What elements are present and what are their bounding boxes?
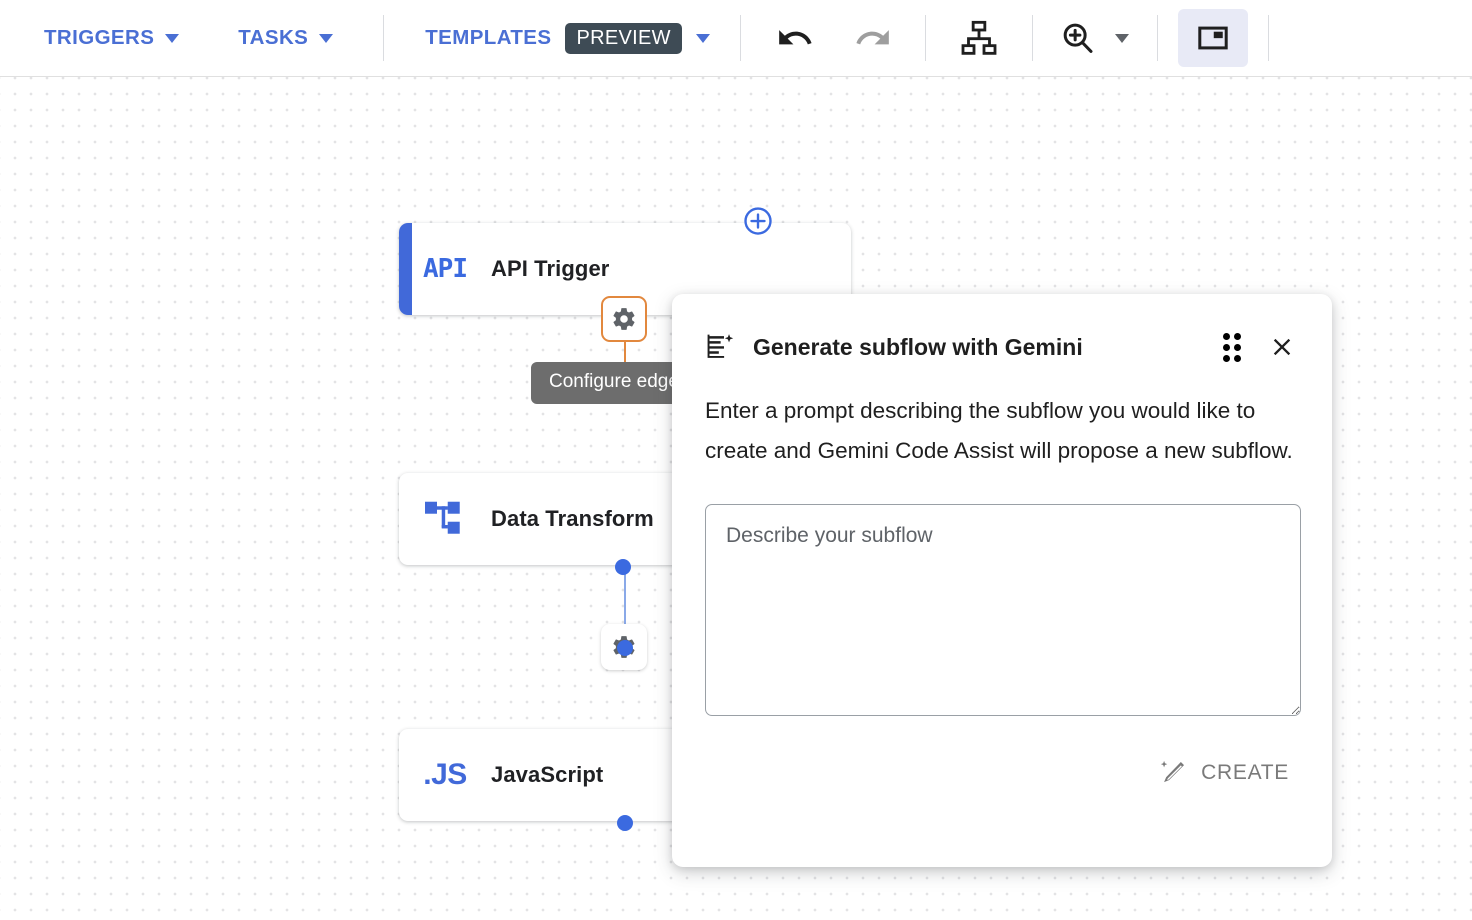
create-button-label: CREATE bbox=[1201, 760, 1289, 784]
toolbar-divider bbox=[739, 15, 741, 61]
configure-edge-tooltip: Configure edge bbox=[531, 362, 697, 404]
triggers-menu-label: TRIGGERS bbox=[44, 26, 155, 49]
templates-menu-label: TEMPLATES bbox=[425, 26, 552, 49]
undo-icon bbox=[778, 30, 812, 45]
gemini-generate-icon bbox=[707, 333, 734, 358]
toolbar-divider bbox=[1156, 15, 1158, 61]
toolbar-divider bbox=[1031, 15, 1033, 61]
preview-badge: PREVIEW bbox=[565, 22, 682, 54]
dialog-title: Generate subflow with Gemini bbox=[753, 333, 1083, 360]
toolbar-divider bbox=[924, 15, 926, 61]
api-glyph-label: API bbox=[423, 254, 468, 284]
api-icon: API bbox=[399, 254, 491, 284]
redo-button[interactable] bbox=[845, 10, 901, 66]
chevron-down-icon bbox=[165, 33, 180, 43]
templates-menu[interactable]: TEMPLATES PREVIEW bbox=[419, 16, 716, 60]
add-node-button[interactable] bbox=[743, 206, 773, 236]
node-title-data-transform: Data Transform bbox=[491, 506, 654, 531]
data-transform-glyph-icon bbox=[425, 501, 460, 534]
chevron-down-icon bbox=[695, 33, 710, 43]
data-transform-icon bbox=[399, 499, 491, 539]
close-icon bbox=[1273, 338, 1291, 356]
undo-button[interactable] bbox=[767, 10, 823, 66]
hierarchy-icon bbox=[961, 20, 997, 55]
magic-wand-icon bbox=[1161, 760, 1185, 783]
subflow-prompt-input[interactable] bbox=[705, 504, 1301, 716]
dialog-description: Enter a prompt describing the subflow yo… bbox=[705, 398, 1293, 463]
chevron-down-icon bbox=[319, 33, 334, 43]
top-toolbar: TRIGGERS TASKS TEMPLATES PREVIEW bbox=[0, 0, 1472, 77]
triggers-menu[interactable]: TRIGGERS bbox=[38, 16, 185, 60]
configure-edge-button-selected[interactable] bbox=[601, 296, 647, 342]
connector-dot-javascript-in[interactable] bbox=[617, 640, 633, 656]
toggle-panel-button[interactable] bbox=[1177, 9, 1248, 67]
tasks-menu[interactable]: TASKS bbox=[232, 16, 339, 60]
node-title-api-trigger: API Trigger bbox=[491, 256, 610, 281]
js-glyph-label: .JS bbox=[423, 758, 467, 791]
dialog-footer: CREATE bbox=[705, 750, 1299, 795]
drag-handle-icon[interactable] bbox=[1219, 329, 1245, 366]
toolbar-divider bbox=[1267, 15, 1269, 61]
connector-dot-transform-out[interactable] bbox=[615, 559, 631, 575]
picture-in-picture-icon bbox=[1198, 26, 1228, 50]
node-accent-bar bbox=[399, 223, 412, 315]
close-button[interactable] bbox=[1265, 330, 1299, 364]
chevron-down-icon bbox=[1114, 33, 1129, 43]
dialog-header: Generate subflow with Gemini bbox=[705, 327, 1299, 367]
zoom-button[interactable] bbox=[1053, 16, 1135, 60]
node-title-javascript: JavaScript bbox=[491, 762, 604, 787]
add-node-icon bbox=[744, 207, 772, 235]
tasks-menu-label: TASKS bbox=[238, 26, 309, 49]
dialog-header-actions bbox=[1219, 329, 1299, 366]
javascript-icon: .JS bbox=[399, 758, 491, 792]
toolbar-divider bbox=[383, 15, 385, 61]
create-button[interactable]: CREATE bbox=[1149, 750, 1299, 795]
generate-subflow-dialog: Generate subflow with Gemini Enter a pro… bbox=[672, 294, 1332, 867]
gear-icon bbox=[613, 308, 635, 330]
redo-icon bbox=[856, 30, 889, 45]
auto-layout-button[interactable] bbox=[951, 10, 1007, 66]
zoom-in-icon bbox=[1063, 23, 1093, 53]
connector-dot-javascript-out[interactable] bbox=[617, 815, 633, 831]
